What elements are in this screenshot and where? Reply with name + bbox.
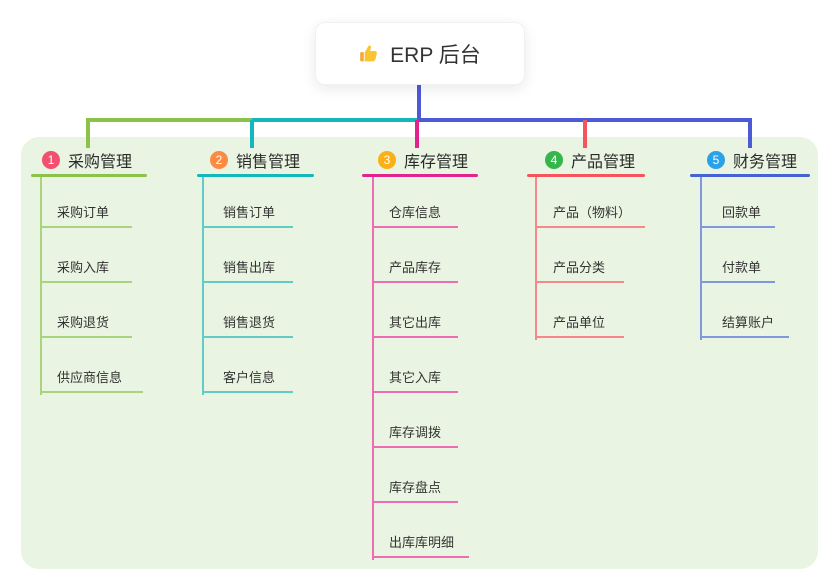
drop-line-product xyxy=(583,120,587,148)
branch-number-badge: 2 xyxy=(210,151,228,169)
branch-inventory: 3 库存管理 仓库信息 产品库存 其它出库 其它入库 库存调拨 库存盘点 出库库… xyxy=(362,148,478,560)
branch-header: 2 销售管理 xyxy=(197,148,300,172)
branch-item: 其它出库 xyxy=(372,312,458,338)
branch-item: 供应商信息 xyxy=(40,367,143,393)
branch-vline xyxy=(202,177,204,395)
branch-item: 库存调拨 xyxy=(372,422,458,448)
branch-purchase: 1 采购管理 采购订单 采购入库 采购退货 供应商信息 xyxy=(31,148,147,395)
branch-header: 5 财务管理 xyxy=(690,148,797,172)
branch-item: 采购订单 xyxy=(40,202,132,228)
branch-item: 采购入库 xyxy=(40,257,132,283)
branch-number-badge: 4 xyxy=(545,151,563,169)
branch-vline xyxy=(372,177,374,560)
branch-underline xyxy=(690,174,810,177)
bus-segment-purchase xyxy=(86,118,254,122)
branch-header: 1 采购管理 xyxy=(31,148,132,172)
branch-label: 采购管理 xyxy=(68,154,133,171)
branch-item: 客户信息 xyxy=(202,367,293,393)
branch-item: 出库库明细 xyxy=(372,532,469,558)
branch-number-badge: 1 xyxy=(42,151,60,169)
drop-line-finance xyxy=(748,120,752,148)
branch-item: 产品分类 xyxy=(535,257,624,283)
branch-underline xyxy=(527,174,645,177)
branch-item: 采购退货 xyxy=(40,312,132,338)
branch-underline xyxy=(197,174,314,177)
branches-panel xyxy=(21,137,818,569)
branch-item: 产品单位 xyxy=(535,312,624,338)
branch-label: 财务管理 xyxy=(733,154,798,171)
branch-item: 产品库存 xyxy=(372,257,458,283)
drop-line-purchase xyxy=(86,120,90,148)
root-node: ERP 后台 xyxy=(315,22,525,85)
branch-vline xyxy=(700,177,702,340)
branch-underline xyxy=(31,174,147,177)
branch-number-badge: 3 xyxy=(378,151,396,169)
branch-item: 产品（物料） xyxy=(535,202,645,228)
branch-product: 4 产品管理 产品（物料） 产品分类 产品单位 xyxy=(527,148,645,340)
branch-vline xyxy=(535,177,537,340)
branch-item: 销售出库 xyxy=(202,257,293,283)
trunk-connector-line xyxy=(417,82,421,120)
drop-line-inventory xyxy=(415,120,419,148)
branch-item: 仓库信息 xyxy=(372,202,458,228)
thumbs-up-icon xyxy=(359,43,381,65)
root-node-title: ERP 后台 xyxy=(390,43,481,67)
branch-item: 结算账户 xyxy=(700,312,789,338)
branch-item: 其它入库 xyxy=(372,367,458,393)
branch-item: 回款单 xyxy=(700,202,775,228)
branch-label: 销售管理 xyxy=(236,154,301,171)
branch-item: 付款单 xyxy=(700,257,775,283)
branch-sales: 2 销售管理 销售订单 销售出库 销售退货 客户信息 xyxy=(197,148,314,395)
branch-label: 库存管理 xyxy=(404,154,469,171)
bus-segment-sales xyxy=(252,118,419,122)
branch-item: 库存盘点 xyxy=(372,477,458,503)
drop-line-sales xyxy=(250,120,254,148)
branch-vline xyxy=(40,177,42,395)
branch-item: 销售退货 xyxy=(202,312,293,338)
branch-item: 销售订单 xyxy=(202,202,293,228)
branch-finance: 5 财务管理 回款单 付款单 结算账户 xyxy=(690,148,810,340)
branch-header: 4 产品管理 xyxy=(527,148,635,172)
branch-label: 产品管理 xyxy=(571,154,636,171)
branch-header: 3 库存管理 xyxy=(362,148,468,172)
branch-underline xyxy=(362,174,478,177)
branch-number-badge: 5 xyxy=(707,151,725,169)
